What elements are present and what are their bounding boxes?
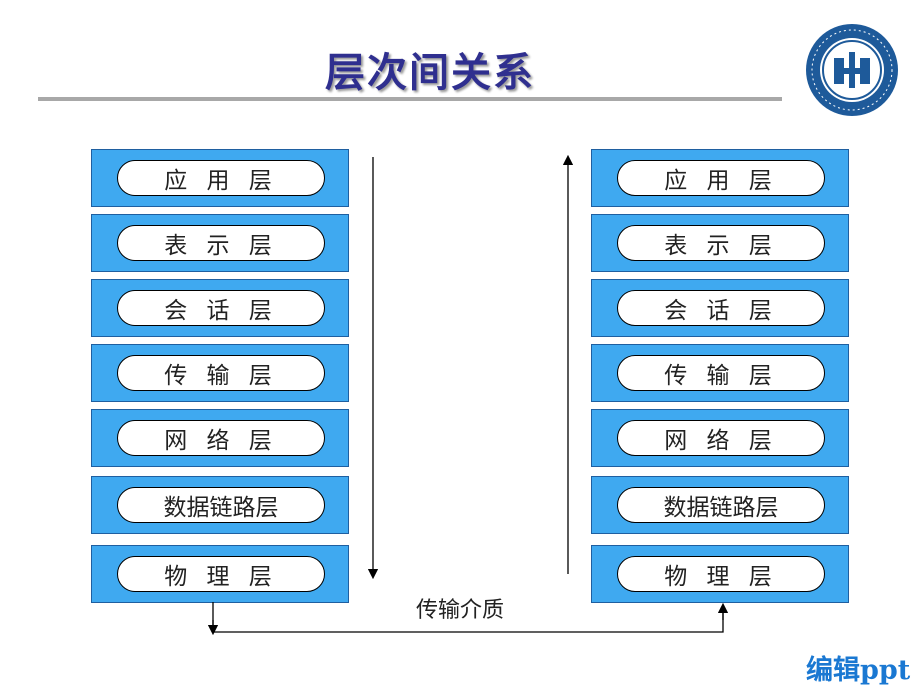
page-title: 层次间关系 xyxy=(325,50,535,96)
footer-edit-link[interactable]: 编辑ppt xyxy=(806,655,911,686)
layer-box: 会 话 层 xyxy=(91,279,349,337)
layer-label: 网 络 层 xyxy=(617,420,825,456)
layer-label: 应 用 层 xyxy=(617,160,825,196)
transmission-medium-label: 传输介质 xyxy=(416,598,505,623)
layer-box: 会 话 层 xyxy=(591,279,849,337)
layer-box: 应 用 层 xyxy=(91,149,349,207)
title-divider xyxy=(38,97,782,101)
layer-label: 表 示 层 xyxy=(117,225,325,261)
layer-label: 会 话 层 xyxy=(617,290,825,326)
layer-label: 网 络 层 xyxy=(117,420,325,456)
university-seal-icon xyxy=(806,24,898,116)
layer-box: 表 示 层 xyxy=(91,214,349,272)
layer-box: 应 用 层 xyxy=(591,149,849,207)
layer-box: 表 示 层 xyxy=(591,214,849,272)
layer-label: 应 用 层 xyxy=(117,160,325,196)
layer-label: 物 理 层 xyxy=(617,556,825,592)
layer-box: 传 输 层 xyxy=(591,344,849,402)
layer-box: 物 理 层 xyxy=(91,545,349,603)
layer-box: 传 输 层 xyxy=(91,344,349,402)
layer-label: 传 输 层 xyxy=(117,355,325,391)
layer-box: 物 理 层 xyxy=(591,545,849,603)
layer-label: 数据链路层 xyxy=(617,487,825,523)
layer-box: 网 络 层 xyxy=(91,409,349,467)
layer-label: 传 输 层 xyxy=(617,355,825,391)
layer-label: 数据链路层 xyxy=(117,487,325,523)
layer-box: 数据链路层 xyxy=(91,476,349,534)
layer-box: 数据链路层 xyxy=(591,476,849,534)
layer-label: 会 话 层 xyxy=(117,290,325,326)
layer-label: 物 理 层 xyxy=(117,556,325,592)
layer-label: 表 示 层 xyxy=(617,225,825,261)
layer-box: 网 络 层 xyxy=(591,409,849,467)
